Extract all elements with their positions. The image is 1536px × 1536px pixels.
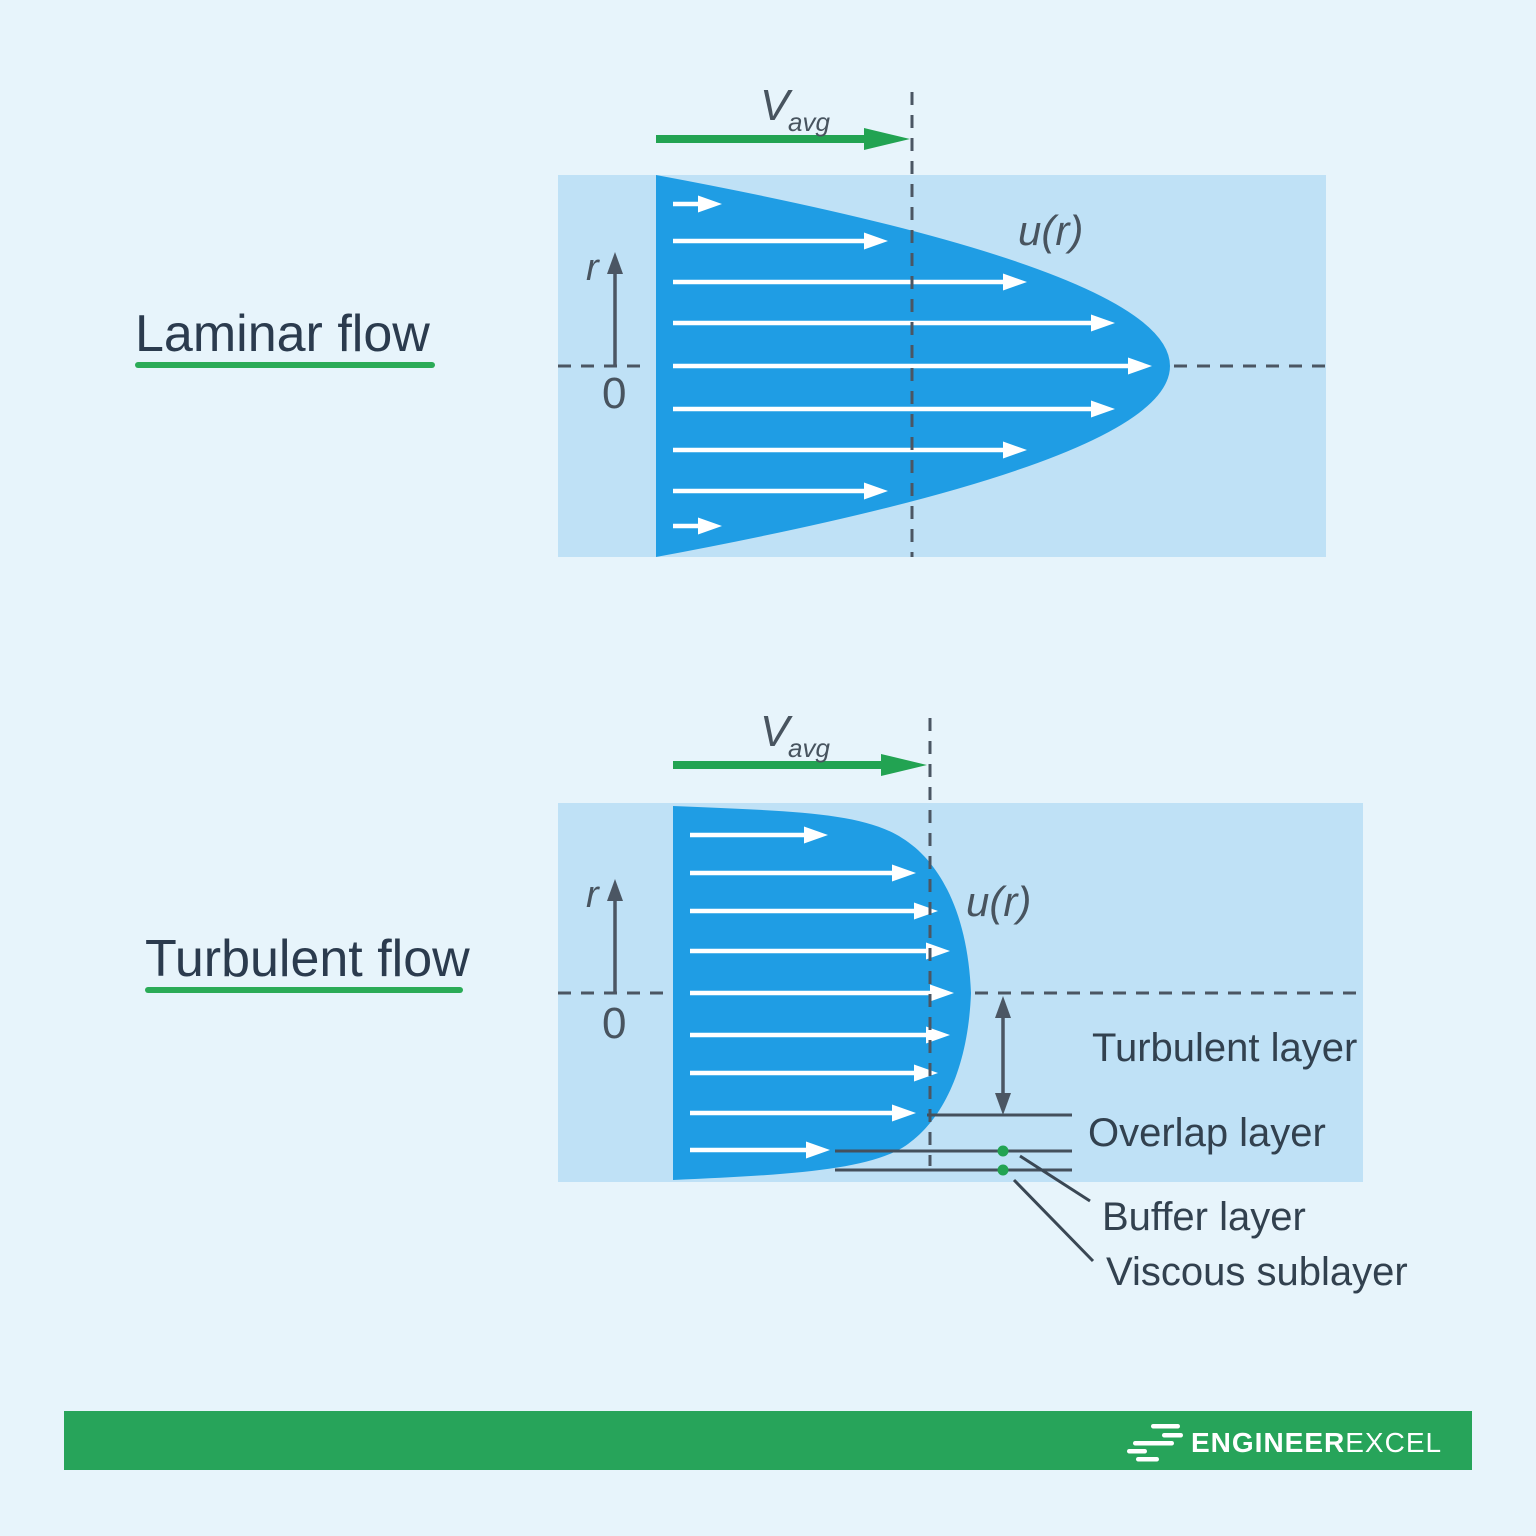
velocity-arrow-head (914, 1064, 938, 1082)
velocity-arrow-head (930, 984, 954, 1002)
velocity-arrow-head (698, 517, 722, 535)
buffer-layer-marker-dot (997, 1145, 1009, 1157)
turbulent-flow-title: Turbulent flow (145, 930, 470, 988)
laminar-ur-label: u(r) (1018, 207, 1083, 254)
turbulent-layer-label: Turbulent layer (1092, 1026, 1357, 1070)
logo-bar-1 (1151, 1424, 1180, 1429)
overlap-layer-label: Overlap layer (1088, 1111, 1326, 1155)
viscous-sublayer-marker-dot (997, 1164, 1009, 1176)
velocity-arrow-head (926, 942, 950, 960)
viscous-sublayer-leader-line (1012, 1178, 1095, 1263)
laminar-vavg-subscript: avg (788, 107, 830, 137)
turbulent-zero-label: 0 (602, 999, 626, 1048)
laminar-flow-diagram: V avg u(r) r 0 Laminar flow (135, 81, 1326, 557)
turbulent-r-label: r (586, 874, 600, 916)
logo-bar-2 (1162, 1433, 1183, 1438)
buffer-layer-label: Buffer layer (1102, 1195, 1306, 1239)
turbulent-vavg-subscript: avg (788, 733, 830, 763)
turbulent-title-underline (145, 987, 463, 993)
laminar-r-label: r (586, 247, 600, 289)
velocity-arrow-head (864, 232, 888, 250)
viscous-sublayer-label: Viscous sublayer (1106, 1250, 1408, 1294)
velocity-arrow-head (864, 482, 888, 500)
velocity-arrow-head (1128, 357, 1152, 375)
footer-green-bar (64, 1411, 1472, 1470)
turbulent-flow-diagram: V avg u(r) r 0 Turbulent flow Turbulent … (145, 707, 1408, 1294)
turbulent-r-axis-arrowhead (607, 879, 623, 901)
brand-text-bold: ENGINEER (1191, 1427, 1345, 1458)
velocity-arrow-head (892, 864, 916, 882)
laminar-r-axis-arrowhead (607, 252, 623, 274)
turbulent-ur-label: u(r) (966, 878, 1031, 925)
turbulent-velocity-arrows (690, 826, 954, 1159)
boundary-layer-annotations: Turbulent layer Overlap layer Buffer lay… (835, 996, 1408, 1294)
turbulent-vavg-arrow-head (881, 754, 927, 776)
laminar-title-underline (135, 362, 435, 368)
velocity-arrow-head (1003, 273, 1027, 291)
velocity-arrow-head (804, 826, 828, 844)
turbulent-layer-extent-head-top (995, 996, 1011, 1018)
velocity-arrow-head (914, 902, 938, 920)
brand-text-regular: EXCEL (1345, 1427, 1442, 1458)
laminar-zero-label: 0 (602, 369, 626, 418)
velocity-arrow-head (926, 1026, 950, 1044)
engineerexcel-logo-icon (1127, 1424, 1183, 1462)
engineerexcel-wordmark: ENGINEEREXCEL (1191, 1427, 1442, 1458)
velocity-arrow-head (1003, 441, 1027, 459)
laminar-vavg-label: V (760, 81, 793, 130)
turbulent-vavg-label: V (760, 707, 793, 756)
velocity-arrow-head (1091, 314, 1115, 332)
logo-bar-5 (1136, 1457, 1159, 1462)
turbulent-layer-extent-head-bottom (995, 1093, 1011, 1115)
velocity-arrow-head (1091, 400, 1115, 418)
laminar-vavg-arrow-head (864, 128, 910, 150)
velocity-arrow-head (698, 195, 722, 213)
buffer-layer-leader-line (1019, 1154, 1091, 1203)
footer: ENGINEEREXCEL (64, 1411, 1472, 1470)
logo-bar-3 (1133, 1441, 1174, 1446)
velocity-arrow-head (892, 1104, 916, 1122)
velocity-arrow-head (806, 1141, 830, 1159)
laminar-velocity-arrows (673, 195, 1152, 535)
laminar-flow-title: Laminar flow (135, 305, 430, 363)
logo-bar-4 (1127, 1449, 1147, 1454)
